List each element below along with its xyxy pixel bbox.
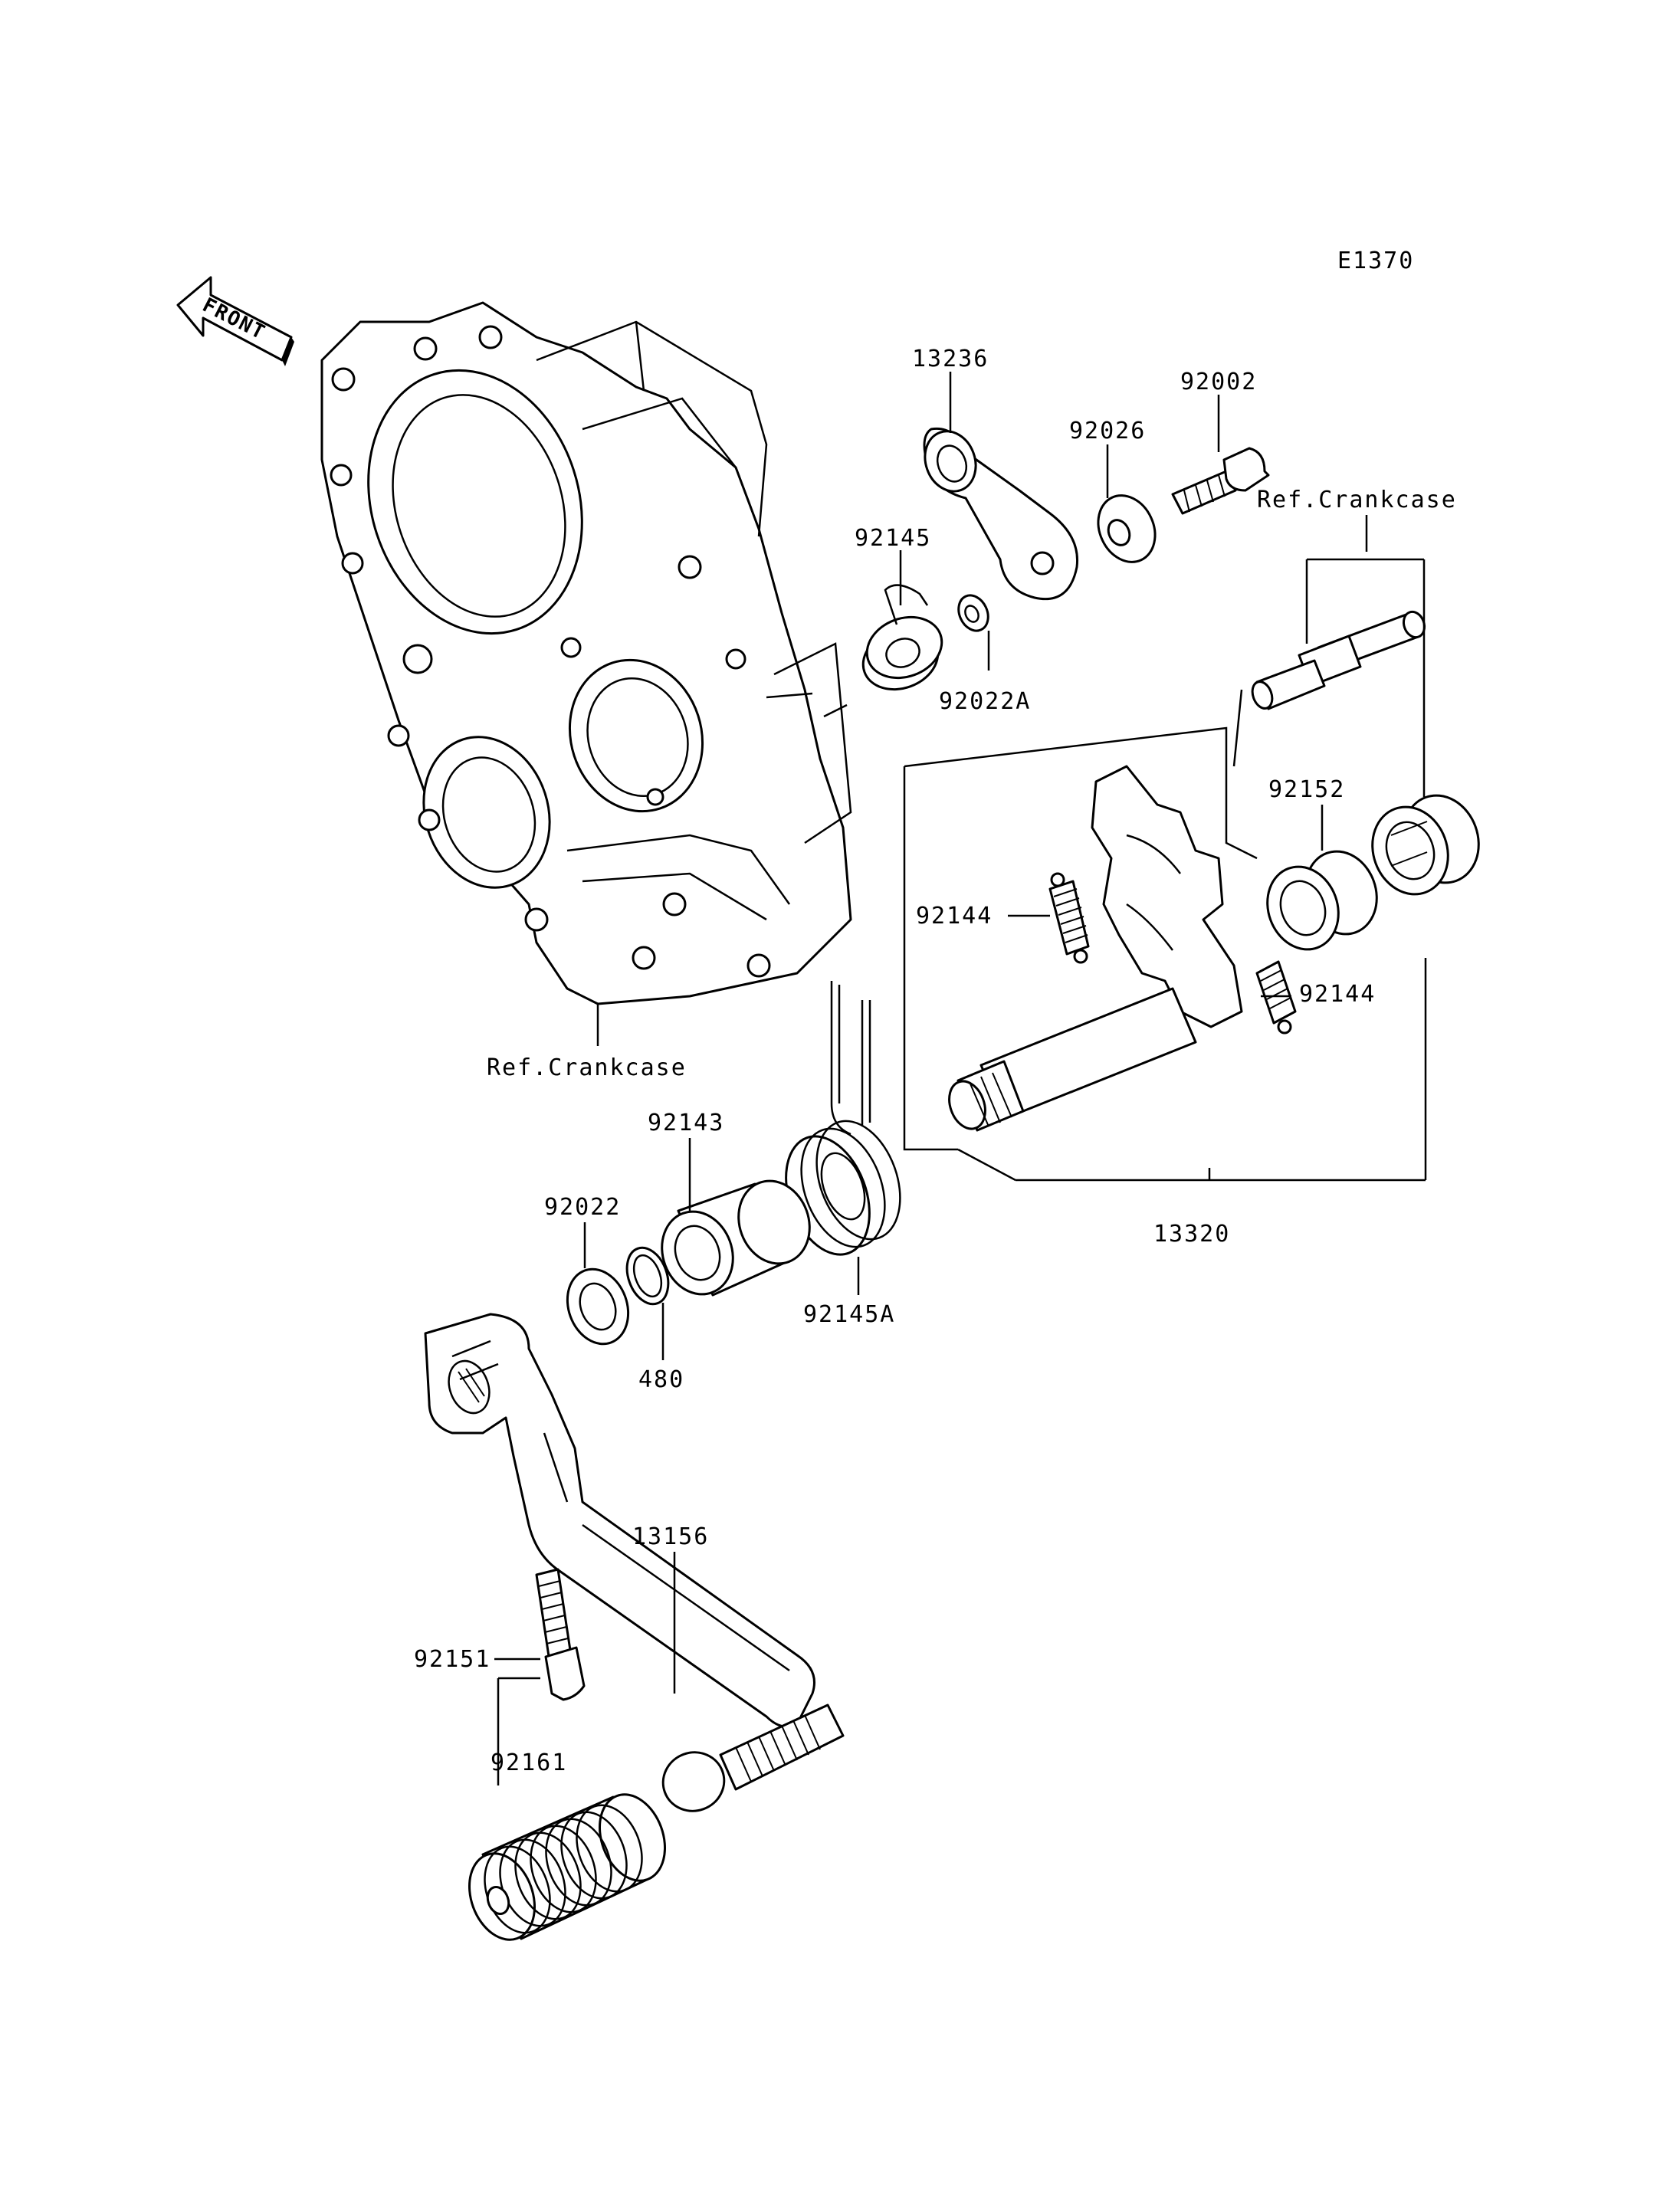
part-13236-arm bbox=[923, 427, 1079, 601]
part-92143-collar bbox=[661, 1179, 811, 1297]
part-92022-washer bbox=[566, 1267, 630, 1346]
label-ref-crankcase-top: Ref.Crankcase bbox=[1257, 487, 1457, 513]
part-13320-shaft bbox=[948, 765, 1243, 1132]
label-92145A: 92145A bbox=[803, 1301, 895, 1328]
diagram-code: E1370 bbox=[1337, 248, 1414, 274]
label-92144-right: 92144 bbox=[1299, 981, 1376, 1008]
part-92144-spring-left bbox=[1048, 872, 1090, 964]
part-480-circlip bbox=[625, 1246, 670, 1306]
part-92026-washer bbox=[1097, 494, 1157, 563]
part-92144-spring-right bbox=[1255, 960, 1297, 1035]
label-13156: 13156 bbox=[632, 1523, 709, 1550]
crankcase bbox=[320, 301, 852, 1005]
front-arrow-icon: FRONT bbox=[176, 276, 294, 366]
label-ref-crankcase-bottom: Ref.Crankcase bbox=[487, 1054, 687, 1081]
front-arrow-label: FRONT bbox=[199, 293, 269, 345]
label-13320: 13320 bbox=[1153, 1221, 1230, 1248]
part-92002-bolt bbox=[1171, 447, 1270, 515]
label-92161: 92161 bbox=[491, 1749, 567, 1776]
part-92145-spring bbox=[861, 584, 943, 691]
label-92022A: 92022A bbox=[939, 688, 1031, 715]
part-92022A-washer bbox=[957, 594, 989, 632]
label-92022: 92022 bbox=[544, 1194, 621, 1221]
needle-bearing bbox=[1371, 794, 1480, 896]
label-92144-left: 92144 bbox=[916, 903, 993, 930]
label-92143: 92143 bbox=[648, 1110, 724, 1136]
part-92161-footpeg-rubber bbox=[468, 1793, 667, 1941]
label-13236: 13236 bbox=[912, 346, 989, 372]
part-92152-seal bbox=[1266, 850, 1378, 951]
label-92151: 92151 bbox=[414, 1646, 491, 1673]
label-92002: 92002 bbox=[1180, 369, 1257, 395]
label-480: 480 bbox=[638, 1366, 684, 1393]
stud-pin bbox=[1251, 610, 1426, 710]
label-92152: 92152 bbox=[1268, 776, 1345, 803]
label-92026: 92026 bbox=[1069, 418, 1146, 444]
part-92151-bolt bbox=[535, 1568, 586, 1701]
label-92145: 92145 bbox=[855, 525, 931, 552]
leader-lines bbox=[494, 372, 1427, 1785]
footpeg-shaft bbox=[661, 1703, 845, 1812]
